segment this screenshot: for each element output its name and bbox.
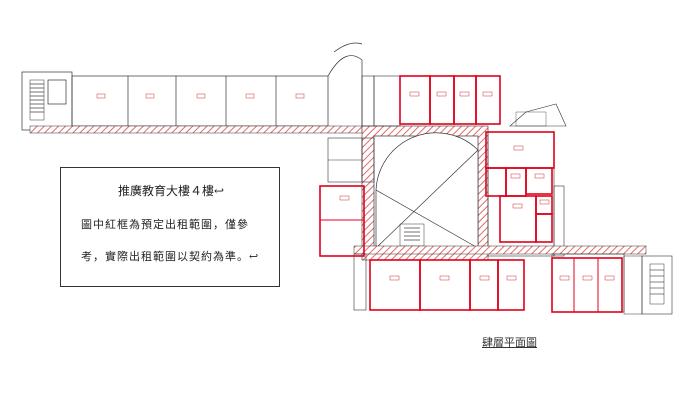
north-rooms bbox=[361, 75, 567, 127]
rotunda bbox=[373, 132, 479, 251]
floor-plan-caption: 肆層平面圖 bbox=[482, 336, 537, 349]
note-line-2-arrow: ↩ bbox=[249, 250, 260, 263]
left-side-rooms bbox=[327, 137, 375, 183]
west-corridor bbox=[29, 125, 363, 134]
rental-room-tags bbox=[339, 91, 615, 281]
west-wing-room-tags bbox=[96, 93, 305, 99]
west-wing bbox=[21, 42, 363, 131]
note-line-2-text: 考，實際出租範圍以契約為準。 bbox=[81, 250, 249, 263]
south-corridor bbox=[353, 245, 647, 255]
east-stair bbox=[623, 255, 673, 315]
note-line-1: 圖中紅框為預定出租範圍，僅參 bbox=[81, 218, 249, 231]
south-rooms-walls bbox=[353, 253, 625, 313]
note-title-arrow: ↩ bbox=[213, 184, 225, 198]
note-title: 推廣教育大樓４樓↩ bbox=[61, 182, 281, 199]
rental-areas bbox=[319, 75, 623, 313]
rental-subdivisions bbox=[320, 219, 599, 312]
note-box: 推廣教育大樓４樓↩ 圖中紅框為預定出租範圍，僅參 考，實際出租範圍以契約為準。↩ bbox=[60, 167, 280, 287]
note-title-text: 推廣教育大樓４樓 bbox=[117, 184, 214, 198]
note-line-2: 考，實際出租範圍以契約為準。↩ bbox=[81, 248, 259, 264]
